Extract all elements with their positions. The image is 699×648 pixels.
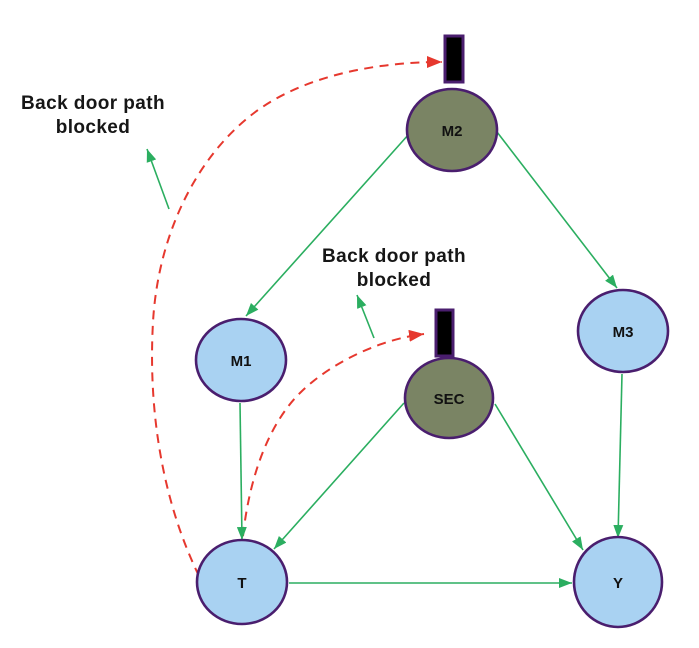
annotation-backdoor-blocked-1: Back door path blocked bbox=[8, 92, 178, 140]
annotation-line-1: Back door path bbox=[322, 246, 466, 267]
backdoor-path-t-to-sec-bar bbox=[242, 329, 425, 537]
annotation-line-2: blocked bbox=[356, 270, 432, 291]
node-sec: SEC bbox=[403, 356, 495, 440]
edge-sec-to-t bbox=[273, 402, 405, 550]
block-bar-above-m2 bbox=[443, 34, 465, 84]
edge-m2-to-m1 bbox=[245, 133, 410, 317]
backdoor-path-t-to-m2-bar bbox=[151, 56, 443, 577]
node-sec-label: SEC bbox=[434, 391, 465, 408]
node-sec-circle bbox=[403, 356, 495, 440]
node-m3-label: M3 bbox=[613, 324, 634, 341]
node-m2-label: M2 bbox=[442, 123, 463, 140]
edge-m2-to-m3 bbox=[496, 131, 618, 289]
node-t: T bbox=[195, 538, 289, 626]
annotation-arrow-1 bbox=[146, 148, 170, 210]
node-m3-circle bbox=[576, 288, 670, 374]
edge-sec-to-y bbox=[494, 403, 584, 551]
edge-m1-to-t bbox=[236, 402, 247, 541]
edge-m3-to-y bbox=[613, 373, 624, 539]
node-y-label: Y bbox=[613, 575, 623, 592]
annotation-arrow-2 bbox=[356, 294, 375, 339]
annotation-backdoor-blocked-2: Back door path blocked bbox=[309, 245, 479, 293]
node-t-circle bbox=[195, 538, 289, 626]
node-y-circle bbox=[572, 535, 664, 629]
node-m3: M3 bbox=[576, 288, 670, 374]
node-m2: M2 bbox=[405, 87, 499, 173]
node-t-label: T bbox=[237, 575, 246, 592]
node-m2-circle bbox=[405, 87, 499, 173]
annotation-line-2: blocked bbox=[55, 117, 131, 138]
block-bar-above-sec bbox=[434, 308, 455, 358]
node-m1: M1 bbox=[194, 317, 288, 403]
annotation-line-1: Back door path bbox=[21, 93, 165, 114]
node-y: Y bbox=[572, 535, 664, 629]
node-m1-label: M1 bbox=[231, 353, 252, 370]
node-m1-circle bbox=[194, 317, 288, 403]
